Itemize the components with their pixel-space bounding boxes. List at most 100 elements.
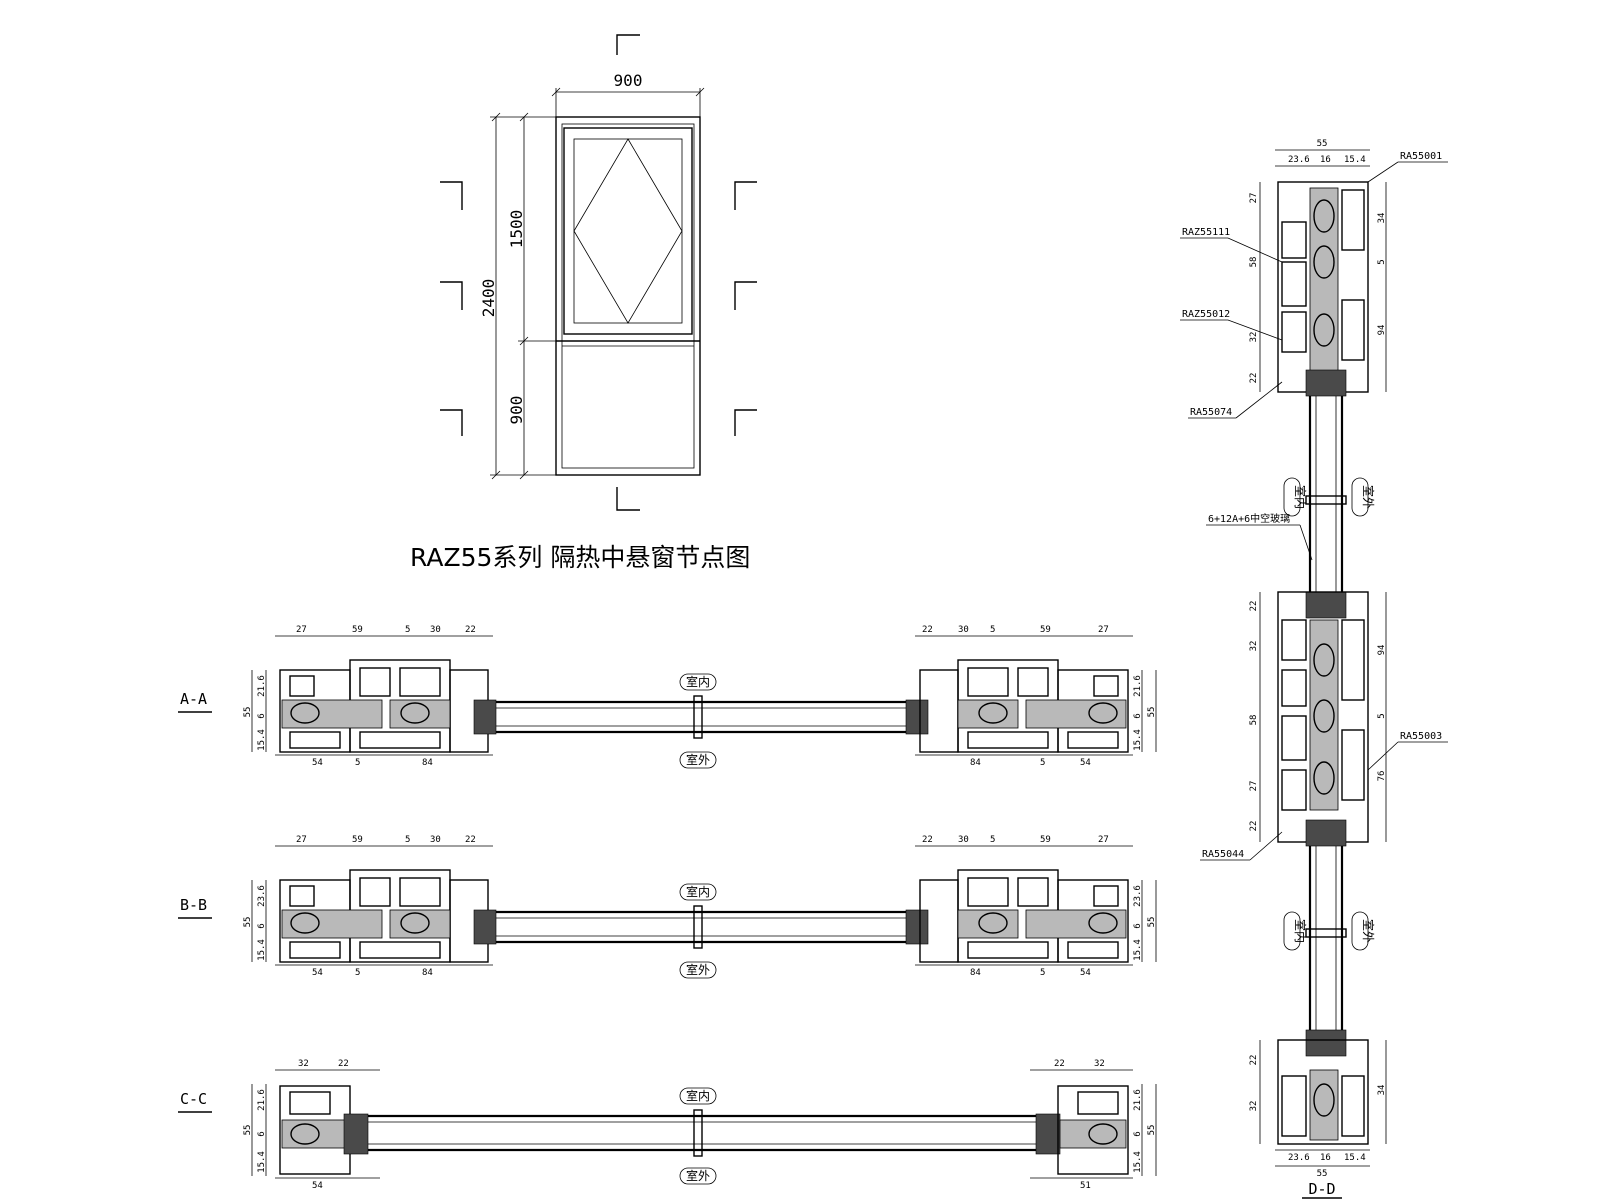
gasket (905, 909, 929, 945)
dim-tick (491, 470, 501, 480)
dim-text: 22 (922, 625, 933, 635)
section-dd: 55 23.6 16 15.4 27 58 32 22 34 5 94 室内 (1180, 139, 1448, 1199)
gasket (1305, 1029, 1347, 1057)
width-dim-label: 900 (614, 71, 643, 90)
chamber (1313, 245, 1335, 279)
dim-tick (519, 470, 529, 480)
indoor-tag (1283, 911, 1301, 951)
dim-text: 27 (1098, 625, 1109, 635)
dim-text: 30 (958, 625, 969, 635)
opening-diamond (573, 138, 683, 324)
thermal-break (281, 1119, 349, 1149)
dim-text: 6 (257, 713, 267, 718)
dim-text: 32 (1249, 641, 1259, 652)
dim-text: 15.4 (1344, 155, 1366, 165)
section-marker (440, 281, 463, 310)
dim-text: 5 (990, 835, 995, 845)
dim-text: 5 (1040, 968, 1045, 978)
section-bb: B-B 27 59 5 30 22 54 5 84 55 23.6 6 15.4 (178, 835, 1157, 979)
dim-text: 6 (1133, 713, 1143, 718)
dim-text: 54 (312, 1181, 323, 1191)
gasket (1035, 1113, 1061, 1155)
section-label-dd: D-D (1308, 1180, 1335, 1198)
dim-text: 22 (1249, 821, 1259, 832)
chamber (359, 877, 391, 907)
chamber (1017, 667, 1049, 697)
dim-text: 84 (970, 968, 981, 978)
dim-text: 55 (1147, 917, 1157, 928)
dim-text: 5 (990, 625, 995, 635)
chamber (1281, 769, 1307, 811)
dim-text: 15.4 (257, 729, 267, 751)
outdoor-label: 室外 (1361, 485, 1376, 509)
section-aa: A-A 27 59 5 30 22 54 5 84 55 21.6 6 15.4 (178, 625, 1157, 769)
leader-line (1299, 524, 1313, 561)
sash-glass (573, 138, 683, 324)
dim-text: 23.6 (257, 885, 267, 907)
glass-spec: 6+12A+6中空玻璃 (1208, 512, 1290, 525)
frame-profile (1057, 1085, 1129, 1175)
chamber (1067, 941, 1119, 959)
dim-text: 59 (1040, 835, 1051, 845)
chamber (290, 702, 320, 724)
chamber (289, 1091, 331, 1115)
glass-break (1305, 495, 1347, 505)
chamber (359, 667, 391, 697)
chamber (978, 702, 1008, 724)
section-cc: C-C 32 22 54 55 21.6 6 15.4 22 32 51 (178, 1059, 1157, 1191)
chamber (400, 702, 430, 724)
dim-text: 5 (355, 758, 360, 768)
chamber (1093, 885, 1119, 907)
leader-line (1367, 741, 1399, 771)
dim-text: 54 (312, 758, 323, 768)
indoor-tag (679, 883, 717, 901)
chamber (1313, 199, 1335, 233)
chamber (1067, 731, 1119, 749)
chamber (359, 941, 441, 959)
drawing-title: RAZ55系列 隔热中悬窗节点图 (410, 543, 750, 572)
leader-line (1249, 831, 1283, 861)
chamber (289, 731, 341, 749)
dim-tick (519, 336, 529, 346)
sash-frame (563, 127, 693, 335)
chamber (400, 912, 430, 934)
indoor-tag (1283, 477, 1301, 517)
indoor-label: 室内 (686, 674, 710, 689)
dim-tick (519, 112, 529, 122)
dim-text: 5 (1040, 758, 1045, 768)
dim-text: 55 (1147, 1125, 1157, 1136)
dim-text: 51 (1080, 1181, 1091, 1191)
dim-text: 27 (1249, 193, 1259, 204)
thermal-break (389, 699, 451, 729)
dim-text: 22 (1054, 1059, 1065, 1069)
dim-text: 23.6 (1288, 155, 1310, 165)
section-marker (616, 34, 640, 55)
dim-text: 54 (1080, 758, 1091, 768)
dim-text: 5 (405, 835, 410, 845)
section-label-aa: A-A (180, 690, 207, 708)
dim-text: 22 (465, 835, 476, 845)
chamber (1281, 715, 1307, 761)
section-marker (734, 409, 757, 436)
chamber (1281, 261, 1307, 307)
chamber (289, 885, 315, 907)
dim-text: 55 (1317, 139, 1328, 149)
dim-text: 84 (970, 758, 981, 768)
chamber (1281, 221, 1307, 259)
leader-line (1227, 319, 1283, 341)
chamber (290, 1123, 320, 1145)
dim-text: 15.4 (1133, 729, 1143, 751)
dim-text: 27 (1098, 835, 1109, 845)
section-marker (616, 487, 640, 511)
leader-line (1235, 381, 1283, 419)
dim-text: 32 (1249, 1101, 1259, 1112)
outdoor-label: 室外 (1361, 919, 1376, 943)
height-upper-label: 1500 (507, 210, 526, 249)
window-elevation: 900 2400 1500 900 (440, 34, 757, 511)
dim-text: 22 (1249, 373, 1259, 384)
dim-text: 54 (312, 968, 323, 978)
chamber (1088, 702, 1118, 724)
chamber (1341, 619, 1365, 701)
dim-text: 59 (1040, 625, 1051, 635)
outdoor-tag (679, 961, 717, 979)
